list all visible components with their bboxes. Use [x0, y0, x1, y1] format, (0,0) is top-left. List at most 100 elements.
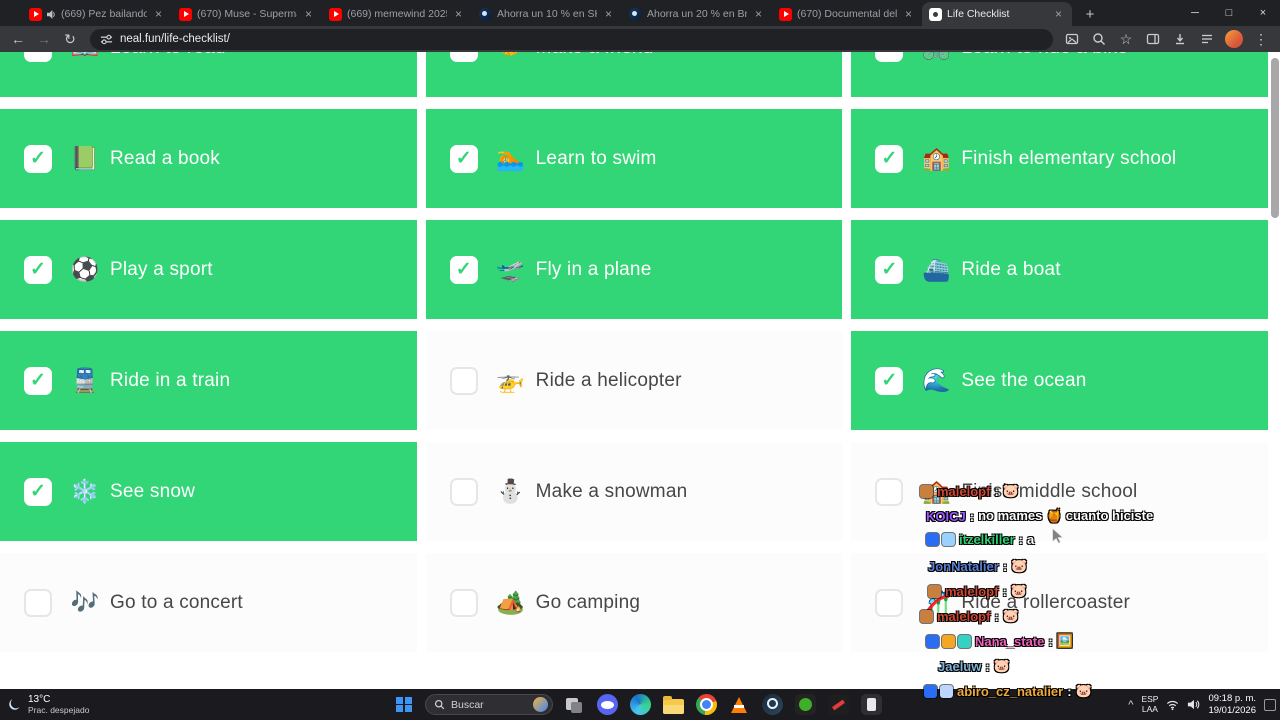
checkbox[interactable]: ✓ [875, 366, 904, 395]
checkbox[interactable]: ✓ [449, 588, 478, 617]
item-emoji: 🛫 [496, 256, 525, 282]
search-placeholder: Buscar [451, 698, 484, 711]
item-label: Fly in a plane [535, 258, 652, 280]
checkbox[interactable]: ✓ [24, 477, 52, 506]
checklist-item[interactable]: ✓ 🎶 Go to a concert [0, 553, 417, 652]
tray-chevron-up-icon[interactable]: ^ [1128, 698, 1134, 711]
edge-icon[interactable] [628, 693, 652, 717]
bookmark-star-icon[interactable]: ☆ [1119, 30, 1133, 47]
checkbox[interactable]: ✓ [875, 588, 904, 617]
checkbox[interactable]: ✓ [875, 477, 904, 506]
zoom-icon[interactable] [1090, 30, 1108, 48]
site-settings-icon[interactable] [100, 33, 113, 46]
browser-tab[interactable]: Ahorra un 10 % en SHE WAS 9... × [472, 2, 622, 26]
checklist-item[interactable]: ✓ 📗 Read a book [0, 109, 417, 208]
checklist-item[interactable]: ✓ 🚲 Learn to ride a bike [851, 52, 1268, 97]
url-text[interactable]: neal.fun/life-checklist/ [120, 33, 230, 45]
checkbox[interactable]: ✓ [24, 255, 52, 284]
tab-close-icon[interactable]: × [1054, 7, 1062, 21]
checkbox[interactable]: ✓ [24, 52, 52, 62]
tab-close-icon[interactable]: × [454, 7, 462, 21]
window-close-button[interactable]: × [1259, 7, 1267, 19]
image-search-icon[interactable] [1063, 30, 1081, 48]
scrollbar[interactable] [1271, 58, 1279, 218]
tab-audio-icon[interactable] [47, 9, 56, 19]
checklist-item[interactable]: ✓ 🏕️ Go camping [425, 553, 843, 652]
checklist-item[interactable]: ✓ 🏫 Finish elementary school [851, 109, 1268, 208]
address-bar[interactable]: neal.fun/life-checklist/ [90, 28, 1053, 50]
chrome-icon[interactable] [694, 693, 718, 717]
checkbox[interactable]: ✓ [875, 52, 904, 62]
checklist-item[interactable]: ✓ 🚆 Ride in a train [0, 331, 417, 430]
downloads-icon[interactable] [1171, 30, 1189, 48]
check-icon: ✓ [881, 259, 898, 280]
xbox-icon[interactable] [793, 693, 817, 717]
item-label: Go to a concert [110, 591, 243, 613]
check-icon: ✓ [30, 52, 46, 57]
browser-tab[interactable]: (669) memewind 2025 - YouTu... × [322, 2, 472, 26]
checklist-item[interactable]: ✓ 🏊 Learn to swim [425, 109, 843, 208]
checkbox[interactable]: ✓ [24, 144, 52, 173]
clock-widget[interactable]: 09:18 p. m. 19/01/2026 [1208, 693, 1256, 717]
window-minimize-button[interactable]: ─ [1191, 7, 1199, 19]
item-label: Make a snowman [535, 480, 688, 502]
notification-center-icon[interactable] [1264, 698, 1276, 711]
checkbox[interactable]: ✓ [449, 52, 478, 62]
browser-tab[interactable]: (669) Pez bailando Beach p... × [22, 2, 172, 26]
checklist-item[interactable]: ✓ ❄️ See snow [0, 442, 417, 541]
item-emoji: 🏕️ [496, 589, 525, 615]
task-view-icon[interactable] [562, 693, 586, 717]
profile-avatar[interactable] [1225, 30, 1243, 48]
checklist-item[interactable]: ✓ ⛴️ Ride a boat [851, 220, 1268, 319]
checklist-item[interactable]: ✓ 🤝 Make a friend [425, 52, 843, 97]
game-app-red-icon[interactable] [826, 693, 850, 717]
checkbox[interactable]: ✓ [449, 255, 478, 284]
checklist-item[interactable]: ✓ ⚽ Play a sport [0, 220, 417, 319]
checklist-item[interactable]: ✓ 🛫 Fly in a plane [425, 220, 843, 319]
epic-games-icon[interactable] [859, 693, 883, 717]
search-icon [434, 699, 445, 710]
steam-icon[interactable] [760, 693, 784, 717]
browser-tab[interactable]: (670) Muse - Supermassive bla... × [172, 2, 322, 26]
tab-close-icon[interactable]: × [304, 7, 312, 21]
keyboard-layout-indicator[interactable]: ESP LAA [1141, 694, 1158, 715]
checkbox[interactable]: ✓ [449, 366, 478, 395]
checklist-item[interactable]: ✓ 🎢 Ride a rollercoaster [851, 553, 1268, 652]
browser-tab[interactable]: Ahorra un 20 % en BrokenLore... × [622, 2, 772, 26]
taskbar: 13°C Prac. despejado Buscar ^ ESP LAA [0, 689, 1280, 720]
tab-close-icon[interactable]: × [754, 7, 762, 21]
checkbox[interactable]: ✓ [875, 255, 904, 284]
reading-list-icon[interactable] [1198, 30, 1216, 48]
browser-menu-icon[interactable]: ⋮ [1254, 30, 1268, 47]
browser-tab[interactable]: (670) Documental del lore de T... × [772, 2, 922, 26]
taskbar-search[interactable]: Buscar [425, 694, 553, 715]
back-icon[interactable]: ← [11, 31, 25, 47]
checkbox[interactable]: ✓ [449, 477, 478, 506]
discord-icon[interactable] [595, 693, 619, 717]
vlc-icon[interactable] [727, 693, 751, 717]
network-icon[interactable] [1166, 698, 1179, 711]
checkbox[interactable]: ✓ [24, 588, 52, 617]
browser-tab-active[interactable]: Life Checklist × [922, 2, 1072, 26]
tab-close-icon[interactable]: × [904, 7, 912, 21]
checklist-item[interactable]: ✓ 🏫 Finish middle school [851, 442, 1268, 541]
checklist-item[interactable]: ✓ 📖 Learn to read [0, 52, 417, 97]
checklist-item[interactable]: ✓ 🚁 Ride a helicopter [425, 331, 843, 430]
file-explorer-icon[interactable] [661, 693, 685, 717]
checkbox[interactable]: ✓ [24, 366, 52, 395]
tab-close-icon[interactable]: × [604, 7, 612, 21]
reload-icon[interactable]: ↻ [64, 30, 76, 47]
forward-icon[interactable]: → [37, 31, 51, 47]
item-label: Play a sport [110, 258, 213, 280]
volume-icon[interactable] [1187, 698, 1200, 711]
checklist-item[interactable]: ✓ 🌊 See the ocean [851, 331, 1268, 430]
checkbox[interactable]: ✓ [875, 144, 904, 173]
checklist-item[interactable]: ✓ ⛄ Make a snowman [425, 442, 843, 541]
window-maximize-button[interactable]: □ [1225, 7, 1233, 19]
weather-widget[interactable]: 13°C Prac. despejado [6, 689, 89, 720]
tab-close-icon[interactable]: × [154, 7, 162, 21]
start-button[interactable] [392, 693, 416, 717]
new-tab-button[interactable]: + [1085, 5, 1095, 23]
side-panel-icon[interactable] [1144, 30, 1162, 48]
checkbox[interactable]: ✓ [449, 144, 478, 173]
